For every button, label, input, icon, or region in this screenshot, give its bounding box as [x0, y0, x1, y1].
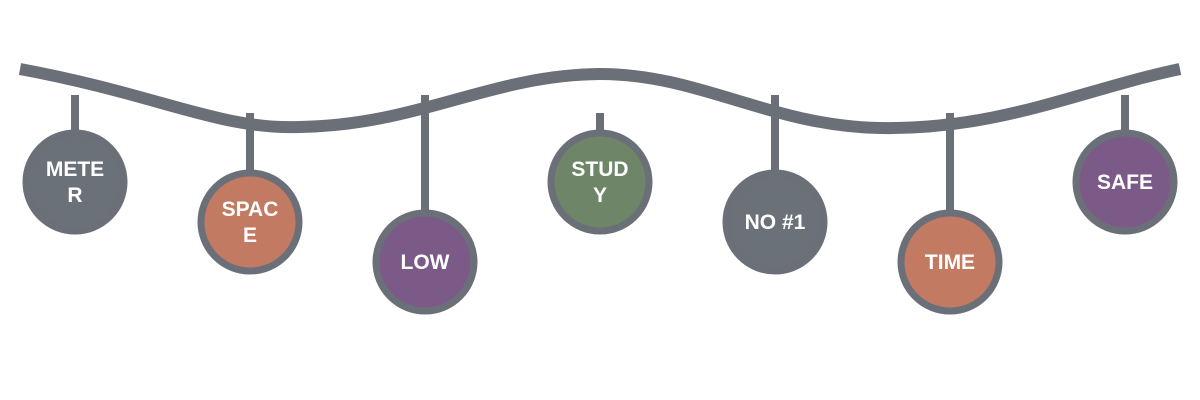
ornaments-group: METE R SPAC E LOW STUD Y NO #1 TIME SAFE [22, 95, 1178, 315]
ornament-label: STUD [571, 158, 628, 181]
ornament: LOW [372, 95, 478, 315]
ornament: NO #1 [722, 95, 828, 275]
ornament-circle [372, 209, 478, 315]
ornament: TIME [897, 113, 1003, 315]
ornament-circle [897, 209, 1003, 315]
ornament: METE R [22, 95, 128, 235]
hanging-string [18, 63, 1182, 135]
ornament-label: NO #1 [745, 211, 806, 234]
ornament-label: E [243, 224, 257, 247]
ornament-label: SAFE [1097, 171, 1153, 194]
ornament: STUD Y [547, 113, 653, 235]
ornament-circle [22, 129, 128, 235]
ornament-label: METE [46, 158, 104, 181]
ornament-label: Y [593, 184, 607, 207]
ornament: SAFE [1072, 95, 1178, 235]
ornament-circle [1072, 129, 1178, 235]
ornament-label: SPAC [222, 198, 279, 221]
ornament-circle [547, 129, 653, 235]
ornament-label: R [67, 184, 82, 207]
ornament-circle [197, 169, 303, 275]
ornament: SPAC E [197, 113, 303, 275]
ornament-circle [722, 169, 828, 275]
ornament-label: LOW [401, 251, 450, 274]
ornament-label: TIME [925, 251, 975, 274]
